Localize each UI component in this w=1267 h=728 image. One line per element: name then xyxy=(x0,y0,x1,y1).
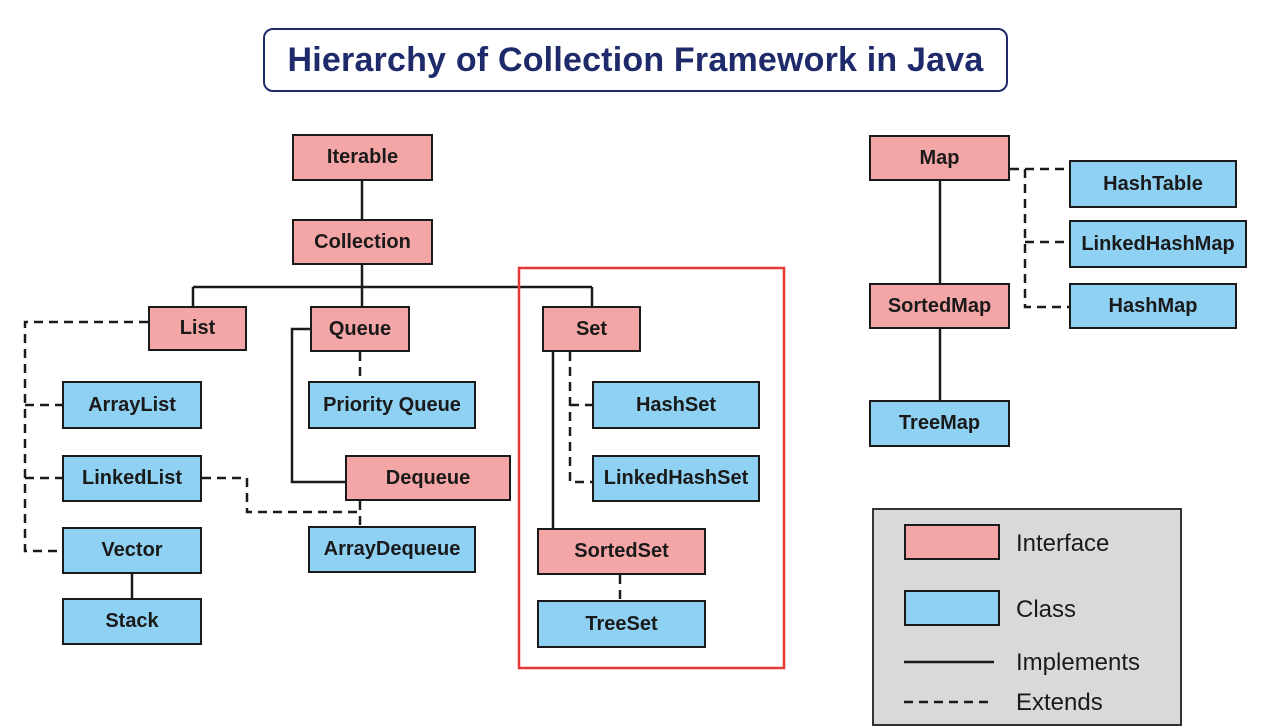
set-highlight-box xyxy=(517,266,786,670)
node-dequeue: Dequeue xyxy=(345,455,511,501)
node-collection: Collection xyxy=(292,219,433,265)
legend-line-samples xyxy=(904,660,994,704)
legend-interface-label: Interface xyxy=(1016,530,1110,557)
node-hashtable: HashTable xyxy=(1069,160,1237,208)
node-linkedhashset: LinkedHashSet xyxy=(592,455,760,502)
legend-class-swatch xyxy=(904,590,1000,626)
node-vector: Vector xyxy=(62,527,202,574)
node-stack: Stack xyxy=(62,598,202,645)
legend-implements-label: Implements xyxy=(1016,649,1141,676)
node-iterable: Iterable xyxy=(292,134,433,181)
node-hashset: HashSet xyxy=(592,381,760,429)
node-queue: Queue xyxy=(310,306,410,352)
page-title: Hierarchy of Collection Framework in Jav… xyxy=(263,28,1008,92)
legend: Interface Class Implements Extends xyxy=(872,508,1182,726)
dash-set-classes xyxy=(568,352,592,484)
node-linkedlist: LinkedList xyxy=(62,455,202,502)
dash-list-classes xyxy=(23,320,148,553)
node-linkedhashmap: LinkedHashMap xyxy=(1069,220,1247,268)
node-hashmap: HashMap xyxy=(1069,283,1237,329)
node-treemap: TreeMap xyxy=(869,400,1010,447)
node-list: List xyxy=(148,306,247,351)
dash-linkedlist-arraydequeue xyxy=(202,476,360,514)
node-map: Map xyxy=(869,135,1010,181)
node-sortedset: SortedSet xyxy=(537,528,706,575)
node-sortedmap: SortedMap xyxy=(869,283,1010,329)
line-queue-dequeue xyxy=(290,327,345,484)
legend-extends-label: Extends xyxy=(1016,689,1103,716)
node-set: Set xyxy=(542,306,641,352)
legend-interface-swatch xyxy=(904,524,1000,560)
node-arraylist: ArrayList xyxy=(62,381,202,429)
node-arraydequeue: ArrayDequeue xyxy=(308,526,476,573)
dash-map-classes xyxy=(1010,167,1069,309)
node-treeset: TreeSet xyxy=(537,600,706,648)
node-priority-queue: Priority Queue xyxy=(308,381,476,429)
legend-class-label: Class xyxy=(1016,596,1077,623)
